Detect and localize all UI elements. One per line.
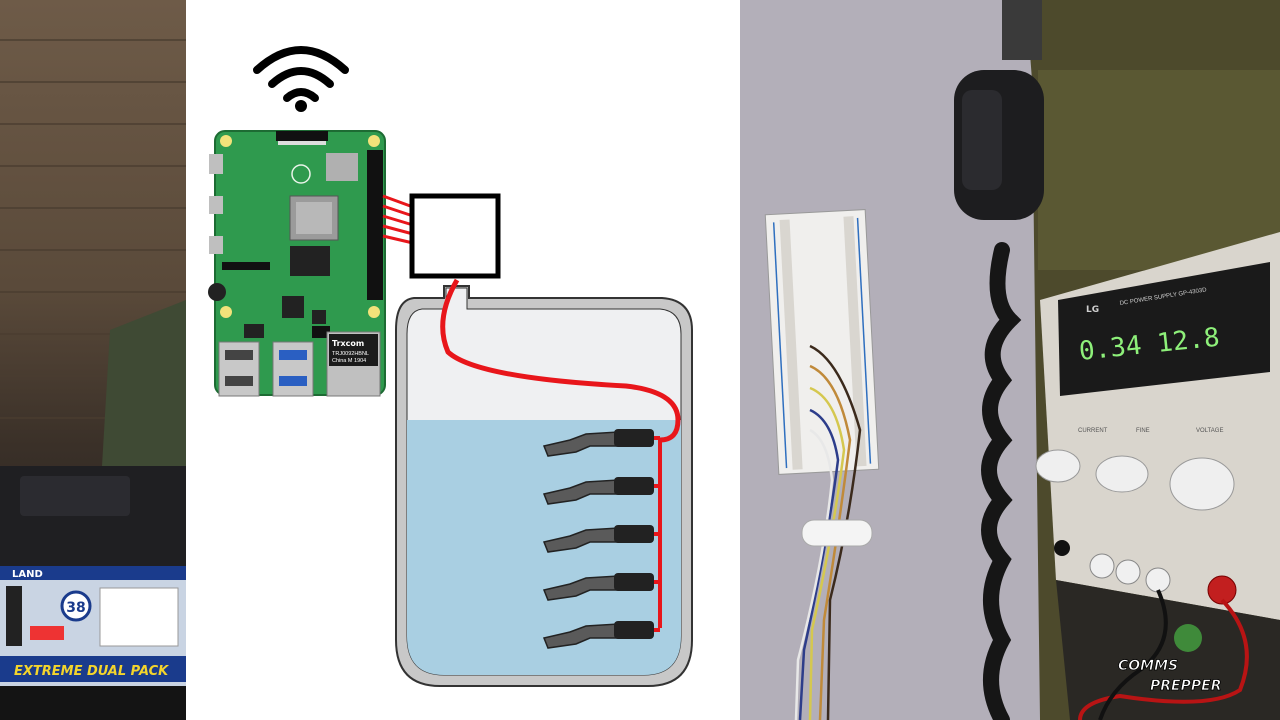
mount-hole xyxy=(220,306,232,318)
power-supply: LG DC POWER SUPPLY GP-4303D 0.34 12.8 CU… xyxy=(1035,232,1280,720)
controller-box xyxy=(409,193,501,279)
radio-icon xyxy=(6,586,22,646)
current-knob xyxy=(1035,449,1081,483)
raspberry-logo-icon xyxy=(291,164,311,184)
power-button xyxy=(1054,540,1070,556)
breadboard-wires xyxy=(794,344,862,720)
wiring-diagram: Trxcom TRJ0092HBNL China M 1904 xyxy=(186,0,740,720)
board-chip-line1: TRJ0092HBNL xyxy=(332,351,369,357)
mount-hole xyxy=(368,306,380,318)
water-level-probe xyxy=(542,429,660,457)
current-reading: 0.34 xyxy=(1078,331,1143,367)
display-connector xyxy=(222,262,270,270)
voltage-knob xyxy=(1169,457,1235,511)
probe-group xyxy=(542,429,660,649)
breadboard xyxy=(764,209,880,475)
right-photo-scene: LG DC POWER SUPPLY GP-4303D 0.34 12.8 CU… xyxy=(740,0,1280,720)
water-level-probe xyxy=(542,621,660,649)
right-photo-panel: LG DC POWER SUPPLY GP-4303D 0.34 12.8 CU… xyxy=(740,0,1280,720)
knob-label-fine: FINE xyxy=(1136,428,1150,434)
terminal-neg xyxy=(1145,567,1171,593)
black-lead xyxy=(1098,589,1168,720)
usb-c-port xyxy=(209,154,223,174)
green-cloth xyxy=(100,300,186,520)
board-chip-line2: China M 1904 xyxy=(332,358,366,364)
psu-brand-text: LG xyxy=(1086,305,1099,315)
knob-label-voltage: VOLTAGE xyxy=(1196,428,1223,434)
terminal-pos xyxy=(1207,575,1237,605)
ram-chip xyxy=(290,246,330,276)
audio-jack xyxy=(208,283,226,301)
knob-label-current: CURRENT xyxy=(1078,428,1108,434)
raspberry-pi-board: Trxcom TRJ0092HBNL China M 1904 xyxy=(208,130,386,397)
mount-hole xyxy=(220,135,232,147)
water-level-probe xyxy=(542,573,660,601)
fine-knob xyxy=(1095,455,1149,493)
box-tagline-text: EXTREME DUAL PACK xyxy=(14,664,169,679)
terminal-gnd xyxy=(1115,559,1141,585)
channel-count-text: 38 xyxy=(66,600,85,616)
coiled-cord xyxy=(981,242,1022,720)
channel-badge xyxy=(60,590,92,622)
watermark-line1: COMMS xyxy=(1118,658,1178,674)
voltage-reading: 12.8 xyxy=(1156,323,1221,359)
watermark-line2: PREPPER xyxy=(1150,678,1221,694)
psu-display xyxy=(1058,262,1270,396)
camera-connector xyxy=(276,131,328,141)
board-brand-text: Trxcom xyxy=(332,339,364,348)
comms-prepper-logo: COMMS PREPPER xyxy=(1118,624,1222,694)
box-brand-text: LAND xyxy=(12,569,43,580)
probe-cable xyxy=(440,278,681,443)
microphone xyxy=(954,0,1044,220)
terminal-black xyxy=(1089,553,1115,579)
cable-clip xyxy=(801,519,873,547)
micro-hdmi-port xyxy=(209,196,223,214)
micro-hdmi-port xyxy=(209,236,223,254)
diagram-svg: Trxcom TRJ0092HBNL China M 1904 xyxy=(208,46,693,687)
wifi-module xyxy=(326,153,358,181)
wifi-icon xyxy=(253,46,349,112)
water-level-probe xyxy=(542,477,660,505)
left-photo-scene: LAND 38 EXTREME DUAL PACK xyxy=(0,39,186,720)
gpio-header xyxy=(367,150,383,300)
left-photo-panel: LAND 38 EXTREME DUAL PACK xyxy=(0,0,186,720)
feature-panel xyxy=(99,587,179,647)
water-level-probe xyxy=(542,525,660,553)
mount-hole xyxy=(368,135,380,147)
prepper-figure-icon xyxy=(1174,624,1202,652)
red-lead xyxy=(1078,598,1249,720)
